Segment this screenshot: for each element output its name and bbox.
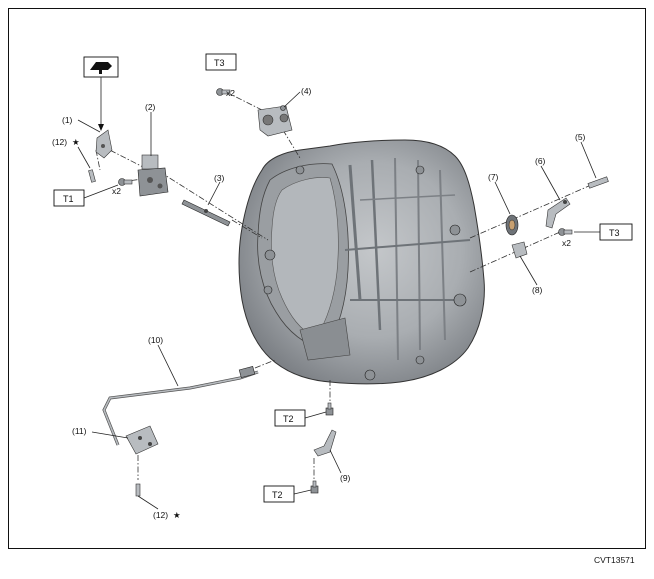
torque-label-t3-right: T3 [609, 228, 620, 238]
part-12-pin-lower [135, 483, 141, 497]
multipliers: x2 x2 x2 [112, 88, 571, 248]
torque-label-t1: T1 [63, 194, 74, 204]
callout-5: (5) [575, 132, 586, 142]
bolt-t1 [118, 178, 133, 186]
bolt-t3-right [558, 228, 573, 236]
document-id: CVT13571 [594, 555, 635, 565]
star-icon: ★ [173, 510, 181, 520]
callout-2: (2) [145, 102, 156, 112]
part-1-bracket [95, 129, 113, 159]
torque-label-t2-lower: T2 [272, 490, 283, 500]
part-12-pin-upper [88, 169, 96, 183]
part-9-bracket [313, 429, 337, 457]
part-2-sensor [137, 154, 169, 197]
part-10-tube [102, 365, 259, 446]
callout-9: (9) [340, 473, 351, 483]
part-4-mount [257, 105, 293, 137]
part-7-seal [505, 214, 519, 236]
part-3-shaft [181, 199, 231, 227]
part-11-bracket [125, 425, 159, 455]
diagram-frame [8, 8, 646, 549]
multiplier-t3-right: x2 [562, 238, 571, 248]
bolt-t2-upper [325, 402, 334, 416]
callout-3: (3) [214, 173, 225, 183]
part-5-pin [587, 176, 609, 189]
callout-1: (1) [62, 115, 73, 125]
callout-10: (10) [148, 335, 163, 345]
callout-6: (6) [535, 156, 546, 166]
callout-8: (8) [532, 285, 543, 295]
callout-12-lower: (12) [153, 510, 168, 520]
multiplier-t3-upper: x2 [226, 88, 235, 98]
grease-gun-icon [83, 56, 119, 131]
leader-lines [77, 91, 600, 510]
transaxle-case [238, 139, 485, 385]
callout-7: (7) [488, 172, 499, 182]
callout-12-upper: (12) [52, 137, 67, 147]
callout-11: (11) [72, 426, 87, 436]
torque-label-t3-upper: T3 [214, 58, 225, 68]
part-8-clip [511, 241, 528, 259]
callout-4: (4) [301, 86, 312, 96]
multiplier-t1: x2 [112, 186, 121, 196]
torque-boxes: T1 T3 T3 T2 T2 [53, 53, 633, 503]
bolt-t3-upper [216, 88, 231, 96]
callout-labels: (1) (2) (3) (4) (5) (6) (7) (8) (9) (10)… [52, 86, 586, 520]
star-icon: ★ [72, 137, 80, 147]
part-6-lever [545, 197, 571, 229]
bolt-t2-lower [310, 480, 319, 494]
torque-label-t2-upper: T2 [283, 414, 294, 424]
